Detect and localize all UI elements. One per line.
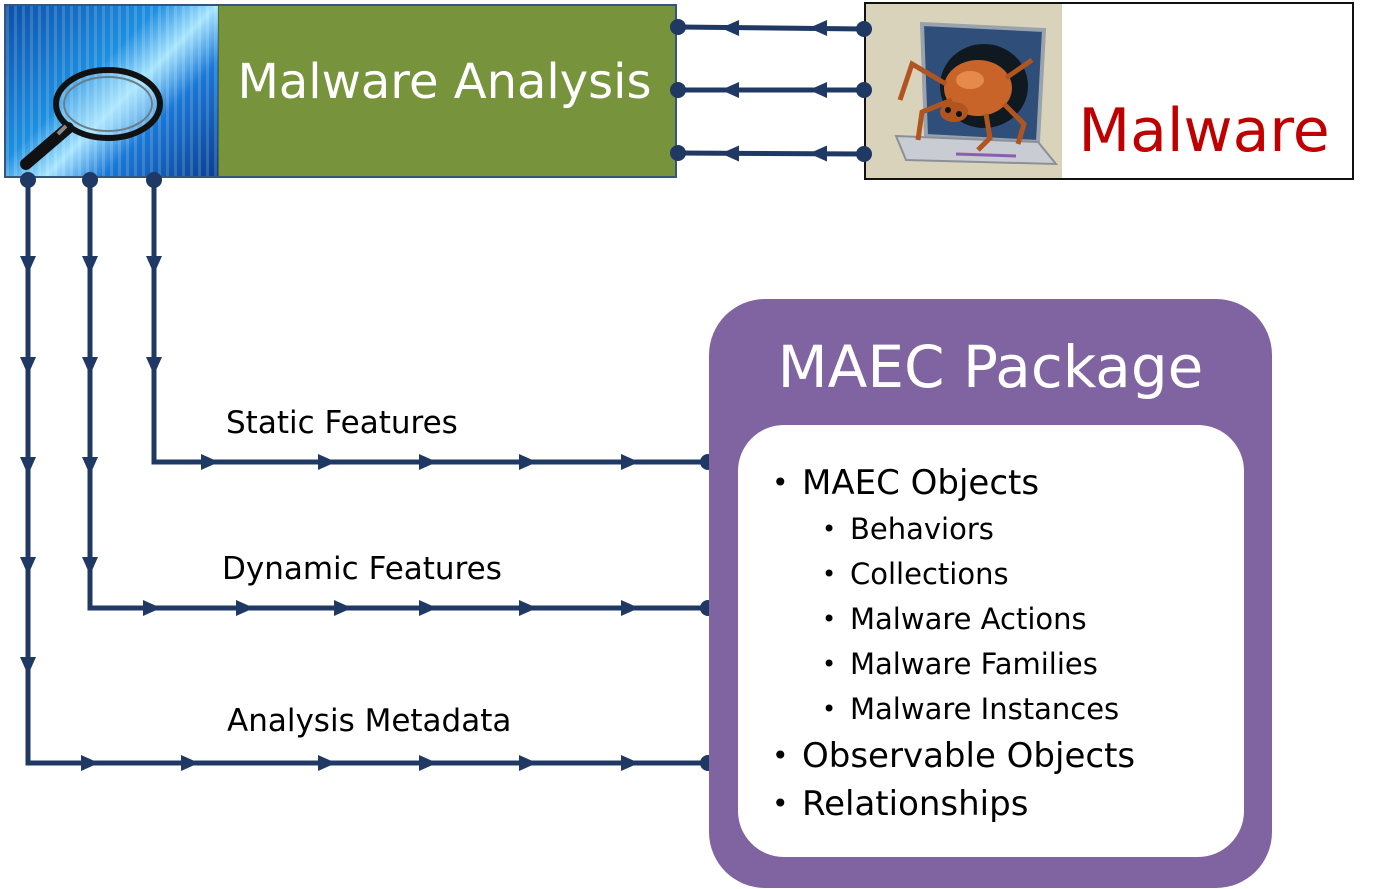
connector-arrowhead — [809, 82, 827, 98]
connector-endpoint-dot — [856, 146, 872, 162]
list-item: MAEC Objects — [772, 459, 1135, 507]
connector-endpoint-dot — [146, 172, 162, 188]
connector-arrowhead — [419, 755, 437, 771]
list-item: Relationships — [772, 780, 1135, 828]
connector-arrowhead — [82, 357, 98, 375]
connector-endpoint-dot — [20, 172, 36, 188]
malware-analysis-title: Malware Analysis — [237, 54, 652, 110]
connector-arrowhead — [621, 755, 639, 771]
static-features-label: Static Features — [226, 405, 458, 441]
connector-arrowhead — [82, 457, 98, 475]
connector-endpoint-dot — [670, 145, 686, 161]
bug-laptop-icon — [866, 4, 1062, 178]
connector-arrowhead — [721, 82, 739, 98]
connector-arrowhead — [146, 357, 162, 375]
connector-endpoint-dot — [856, 21, 872, 37]
connector-arrowhead — [721, 20, 739, 36]
connector-arrowhead — [81, 755, 99, 771]
magnifying-glass-icon — [6, 6, 219, 176]
connector-arrowhead — [419, 600, 437, 616]
connector-arrowhead — [20, 256, 36, 274]
connector-arrowhead — [201, 454, 219, 470]
list-item: Collections — [772, 552, 1135, 597]
connector-endpoint-dot — [670, 19, 686, 35]
connector-arrowhead — [519, 600, 537, 616]
malware-title: Malware — [1078, 96, 1330, 166]
connector-arrowhead — [318, 755, 336, 771]
connector-arrowhead — [236, 600, 254, 616]
maec-contents-panel: MAEC Objects Behaviors Collections Malwa… — [738, 425, 1244, 857]
analysis-metadata-label: Analysis Metadata — [227, 703, 512, 739]
connector-arrowhead — [20, 657, 36, 675]
connector-arrowhead — [20, 457, 36, 475]
connector-arrowhead — [721, 145, 739, 162]
connector-arrowhead — [621, 454, 639, 470]
connector-arrowhead — [621, 600, 639, 616]
list-item: Observable Objects — [772, 732, 1135, 780]
connector-arrowhead — [809, 145, 827, 162]
connector-arrowhead — [318, 454, 336, 470]
maec-package-title: MAEC Package — [777, 333, 1204, 401]
malware-analysis-box: Malware Analysis — [4, 4, 677, 178]
connector-arrowhead — [146, 256, 162, 274]
connector-endpoint-dot — [82, 172, 98, 188]
connector-arrowhead — [334, 600, 352, 616]
connector-arrowhead — [419, 454, 437, 470]
maec-item-list: MAEC Objects Behaviors Collections Malwa… — [772, 459, 1135, 828]
list-item: Behaviors — [772, 507, 1135, 552]
connector-endpoint-dot — [670, 82, 686, 98]
list-item: Malware Instances — [772, 687, 1135, 732]
connector-endpoint-dot — [856, 82, 872, 98]
connector-arrowhead — [82, 256, 98, 274]
malware-box: Malware — [864, 2, 1354, 180]
dynamic-features-label: Dynamic Features — [222, 551, 502, 587]
maec-package-box: MAEC Package MAEC Objects Behaviors Coll… — [709, 299, 1272, 888]
connector-arrowhead — [20, 357, 36, 375]
list-item: Malware Actions — [772, 597, 1135, 642]
connector-arrowhead — [809, 20, 827, 36]
list-item: Malware Families — [772, 642, 1135, 687]
connector-arrowhead — [82, 557, 98, 575]
connector-arrowhead — [143, 600, 161, 616]
connector-arrowhead — [20, 557, 36, 575]
connector-arrowhead — [519, 755, 537, 771]
connector-arrowhead — [519, 454, 537, 470]
connector-arrowhead — [181, 755, 199, 771]
